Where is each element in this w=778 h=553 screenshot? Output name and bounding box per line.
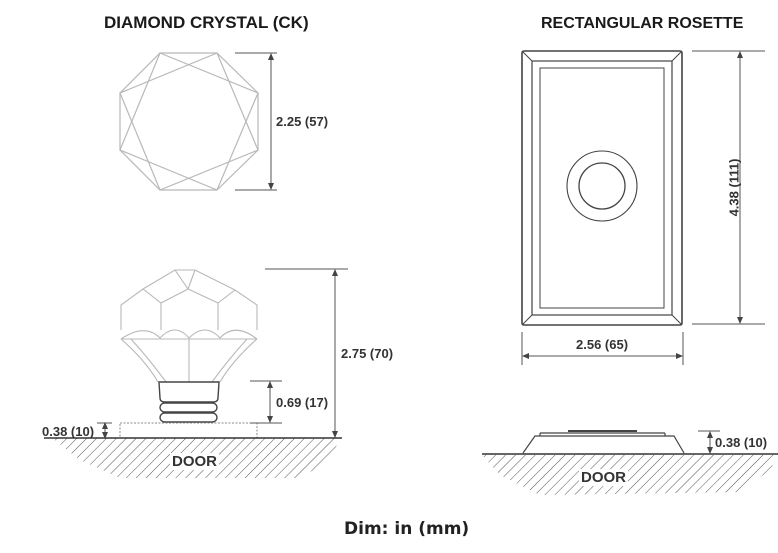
diamond-crystal-title: DIAMOND CRYSTAL (CK)	[104, 13, 309, 32]
door-label-right: DOOR	[579, 469, 628, 486]
rosette-thickness-label: 0.38 (10)	[715, 435, 768, 450]
door-label-left: DOOR	[170, 453, 219, 470]
rosette-width-label: 2.56 (65)	[576, 337, 629, 352]
rectangular-rosette-title: RECTANGULAR ROSETTE	[541, 15, 744, 32]
rosette-side-view	[522, 430, 685, 454]
side-view-dimensions	[97, 268, 348, 439]
rosette-front-dimensions	[521, 50, 765, 365]
diamond-top-view	[119, 52, 259, 191]
diamond-side-view	[120, 269, 258, 383]
diamond-neck	[158, 381, 220, 423]
top-view-height-label: 2.25 (57)	[276, 114, 329, 129]
total-height-label: 2.75 (70)	[341, 346, 394, 361]
rosette-side-dimension	[698, 430, 720, 454]
units-caption: Dim: in (mm)	[344, 519, 470, 539]
rosette-front-view	[521, 50, 683, 326]
rosette-height-label: 4.38 (111)	[726, 158, 742, 217]
base-height-label: 0.38 (10)	[42, 424, 95, 439]
door-surface-right	[482, 453, 778, 495]
neck-height-label: 0.69 (17)	[276, 395, 329, 410]
top-view-dimension	[235, 52, 277, 191]
base-plate-outline	[119, 422, 258, 439]
